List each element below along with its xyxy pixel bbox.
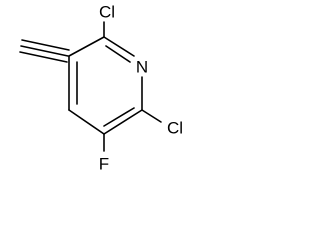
ring-bond-c6-c5 [103, 109, 143, 135]
alkyne-bond-2 [20, 45, 69, 57]
alkyne-bond-3 [21, 39, 70, 51]
ring-bond-c2-n-inner [105, 45, 131, 63]
atom-label-chlorine-right: Cl [167, 119, 183, 138]
atom-label-fluorine: F [99, 155, 109, 174]
ring-bond-c3-c2 [68, 36, 105, 57]
substituent-bond-cl-right [141, 109, 162, 123]
ring-bond-c5-c4 [68, 109, 105, 135]
atom-label-nitrogen: N [136, 58, 148, 77]
alkyne-bond-1 [19, 51, 68, 63]
ring-bond-c6-c5-inner [103, 107, 135, 127]
atom-label-chlorine-top: Cl [99, 3, 115, 22]
ring-bond-c2-n [103, 36, 135, 57]
chemical-structure-diagram: N Cl Cl F [19, 3, 183, 174]
